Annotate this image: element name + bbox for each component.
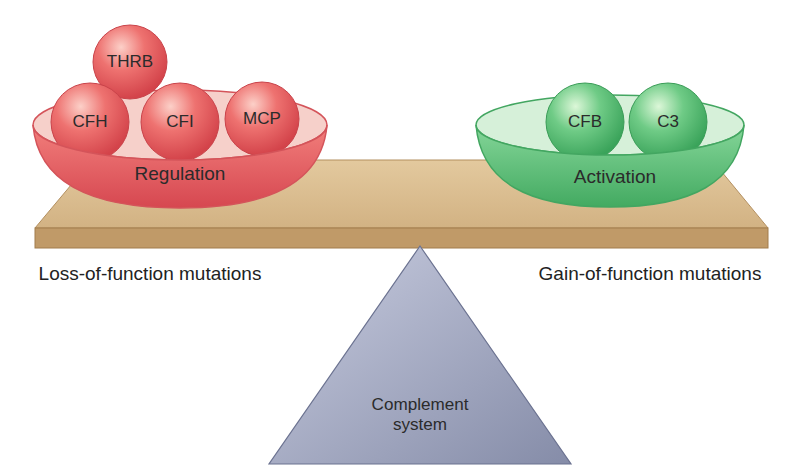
text-holder: Regulation <box>100 158 260 190</box>
node-label: CFH <box>73 112 108 132</box>
node-label: C3 <box>657 112 679 132</box>
regulation-bowl: THRBCFHCFIMCPRegulation <box>32 88 328 213</box>
fulcrum-triangle: Complement system <box>268 245 572 465</box>
cfi-sphere: CFI <box>140 82 220 162</box>
node-label: Regulation <box>135 163 226 185</box>
cfb-sphere: CFB <box>545 82 625 162</box>
node-label: Activation <box>574 166 656 188</box>
gain-of-function-label: Gain-of-function mutations <box>539 263 762 284</box>
text-holder: Activation <box>535 161 695 193</box>
text-holder: CFI <box>144 82 216 162</box>
node-label: Complement system <box>345 395 495 434</box>
text-holder: MCP <box>228 81 296 157</box>
bowl-front <box>32 88 328 213</box>
bowl-front <box>475 95 745 213</box>
node-label: MCP <box>243 109 281 129</box>
activation-bowl: CFB C3Activation <box>475 95 745 213</box>
node-label: CFI <box>166 112 193 132</box>
mcp-sphere: MCP <box>224 81 300 157</box>
node-label: THRB <box>107 52 153 72</box>
text-holder: CFB <box>549 82 621 162</box>
label-holder: Gain-of-function mutations <box>535 262 765 287</box>
loss-of-function-label: Loss-of-function mutations <box>39 263 262 284</box>
label-holder: Loss-of-function mutations <box>35 262 265 287</box>
node-label: CFB <box>568 112 602 132</box>
text-holder: Complement system <box>345 385 495 445</box>
